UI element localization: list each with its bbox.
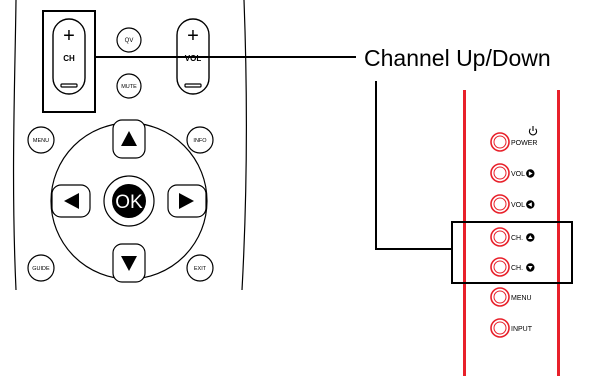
panel-button-input[interactable]: INPUT <box>490 318 533 338</box>
callout-leader-bottom <box>375 81 452 250</box>
panel-button-power[interactable]: POWER <box>490 132 537 152</box>
arrow-left-button[interactable] <box>51 184 91 218</box>
triangle-right-icon <box>526 169 535 178</box>
guide-button[interactable]: GUIDE <box>27 254 55 282</box>
triangle-left-icon <box>64 193 79 209</box>
panel-button-inner-ring <box>493 166 507 180</box>
callout-label: Channel Up/Down <box>364 45 551 71</box>
panel-button-inner-ring <box>493 197 507 211</box>
panel-button-inner-ring <box>493 135 507 149</box>
panel-button-label: MENU <box>511 295 532 302</box>
panel-button-inner-ring <box>493 290 507 304</box>
panel-button-inner-ring <box>493 230 507 244</box>
triangle-down-icon <box>121 256 137 271</box>
triangle-down-icon <box>526 263 535 272</box>
triangle-right-icon <box>179 193 194 209</box>
panel-button-menu[interactable]: MENU <box>490 287 532 307</box>
panel-button-inner-ring <box>493 260 507 274</box>
info-button[interactable]: INFO <box>186 126 214 154</box>
ok-button[interactable]: OK <box>103 175 155 227</box>
panel-button-label: CH. <box>511 265 523 272</box>
triangle-left-icon <box>526 200 535 209</box>
remote-left-edge <box>12 0 17 291</box>
qv-label: QV <box>125 38 134 44</box>
arrow-down-button[interactable] <box>112 243 146 283</box>
panel-button-vol-triangle-right[interactable]: VOL <box>490 163 535 183</box>
panel-button-vol-triangle-left[interactable]: VOL <box>490 194 535 214</box>
info-label: INFO <box>193 138 207 144</box>
ch-plus-sign: + <box>63 25 75 47</box>
panel-button-label: CH. <box>511 235 523 242</box>
qv-button[interactable]: QV <box>116 27 142 53</box>
panel-ch-highlight-box <box>451 221 573 284</box>
triangle-up-icon <box>121 131 137 146</box>
remote-right-edge <box>241 0 247 291</box>
ok-label: OK <box>115 192 143 213</box>
arrow-up-button[interactable] <box>112 119 146 159</box>
ch-label: CH <box>63 54 75 63</box>
exit-label: EXIT <box>194 266 207 272</box>
vol-label: VOL <box>185 54 202 63</box>
menu-button[interactable]: MENU <box>27 126 55 154</box>
panel-left-rail <box>463 90 466 376</box>
panel-button-ch-triangle-down[interactable]: CH. <box>490 257 535 277</box>
panel-button-label: INPUT <box>511 326 533 333</box>
ch-highlight-box <box>42 10 96 113</box>
power-icon <box>528 126 538 136</box>
panel-button-list: POWER VOL VOL CH. CH. MENU INPUT <box>490 132 537 338</box>
guide-label: GUIDE <box>32 266 50 272</box>
panel-button-label: POWER <box>511 140 537 147</box>
ch-rocker[interactable]: + CH <box>52 18 86 95</box>
panel-right-rail <box>557 90 560 376</box>
arrow-right-button[interactable] <box>167 184 207 218</box>
exit-button[interactable]: EXIT <box>186 254 214 282</box>
mute-label: MUTE <box>121 84 137 90</box>
triangle-up-icon <box>526 233 535 242</box>
panel-button-label: VOL <box>511 171 525 178</box>
panel-button-ch-triangle-up[interactable]: CH. <box>490 227 535 247</box>
ch-minus-sign <box>60 83 78 88</box>
menu-label: MENU <box>33 138 49 144</box>
mute-button[interactable]: MUTE <box>116 73 142 99</box>
vol-minus-sign <box>184 83 202 88</box>
panel-button-inner-ring <box>493 321 507 335</box>
panel-button-label: VOL <box>511 202 525 209</box>
vol-plus-sign: + <box>187 25 199 47</box>
